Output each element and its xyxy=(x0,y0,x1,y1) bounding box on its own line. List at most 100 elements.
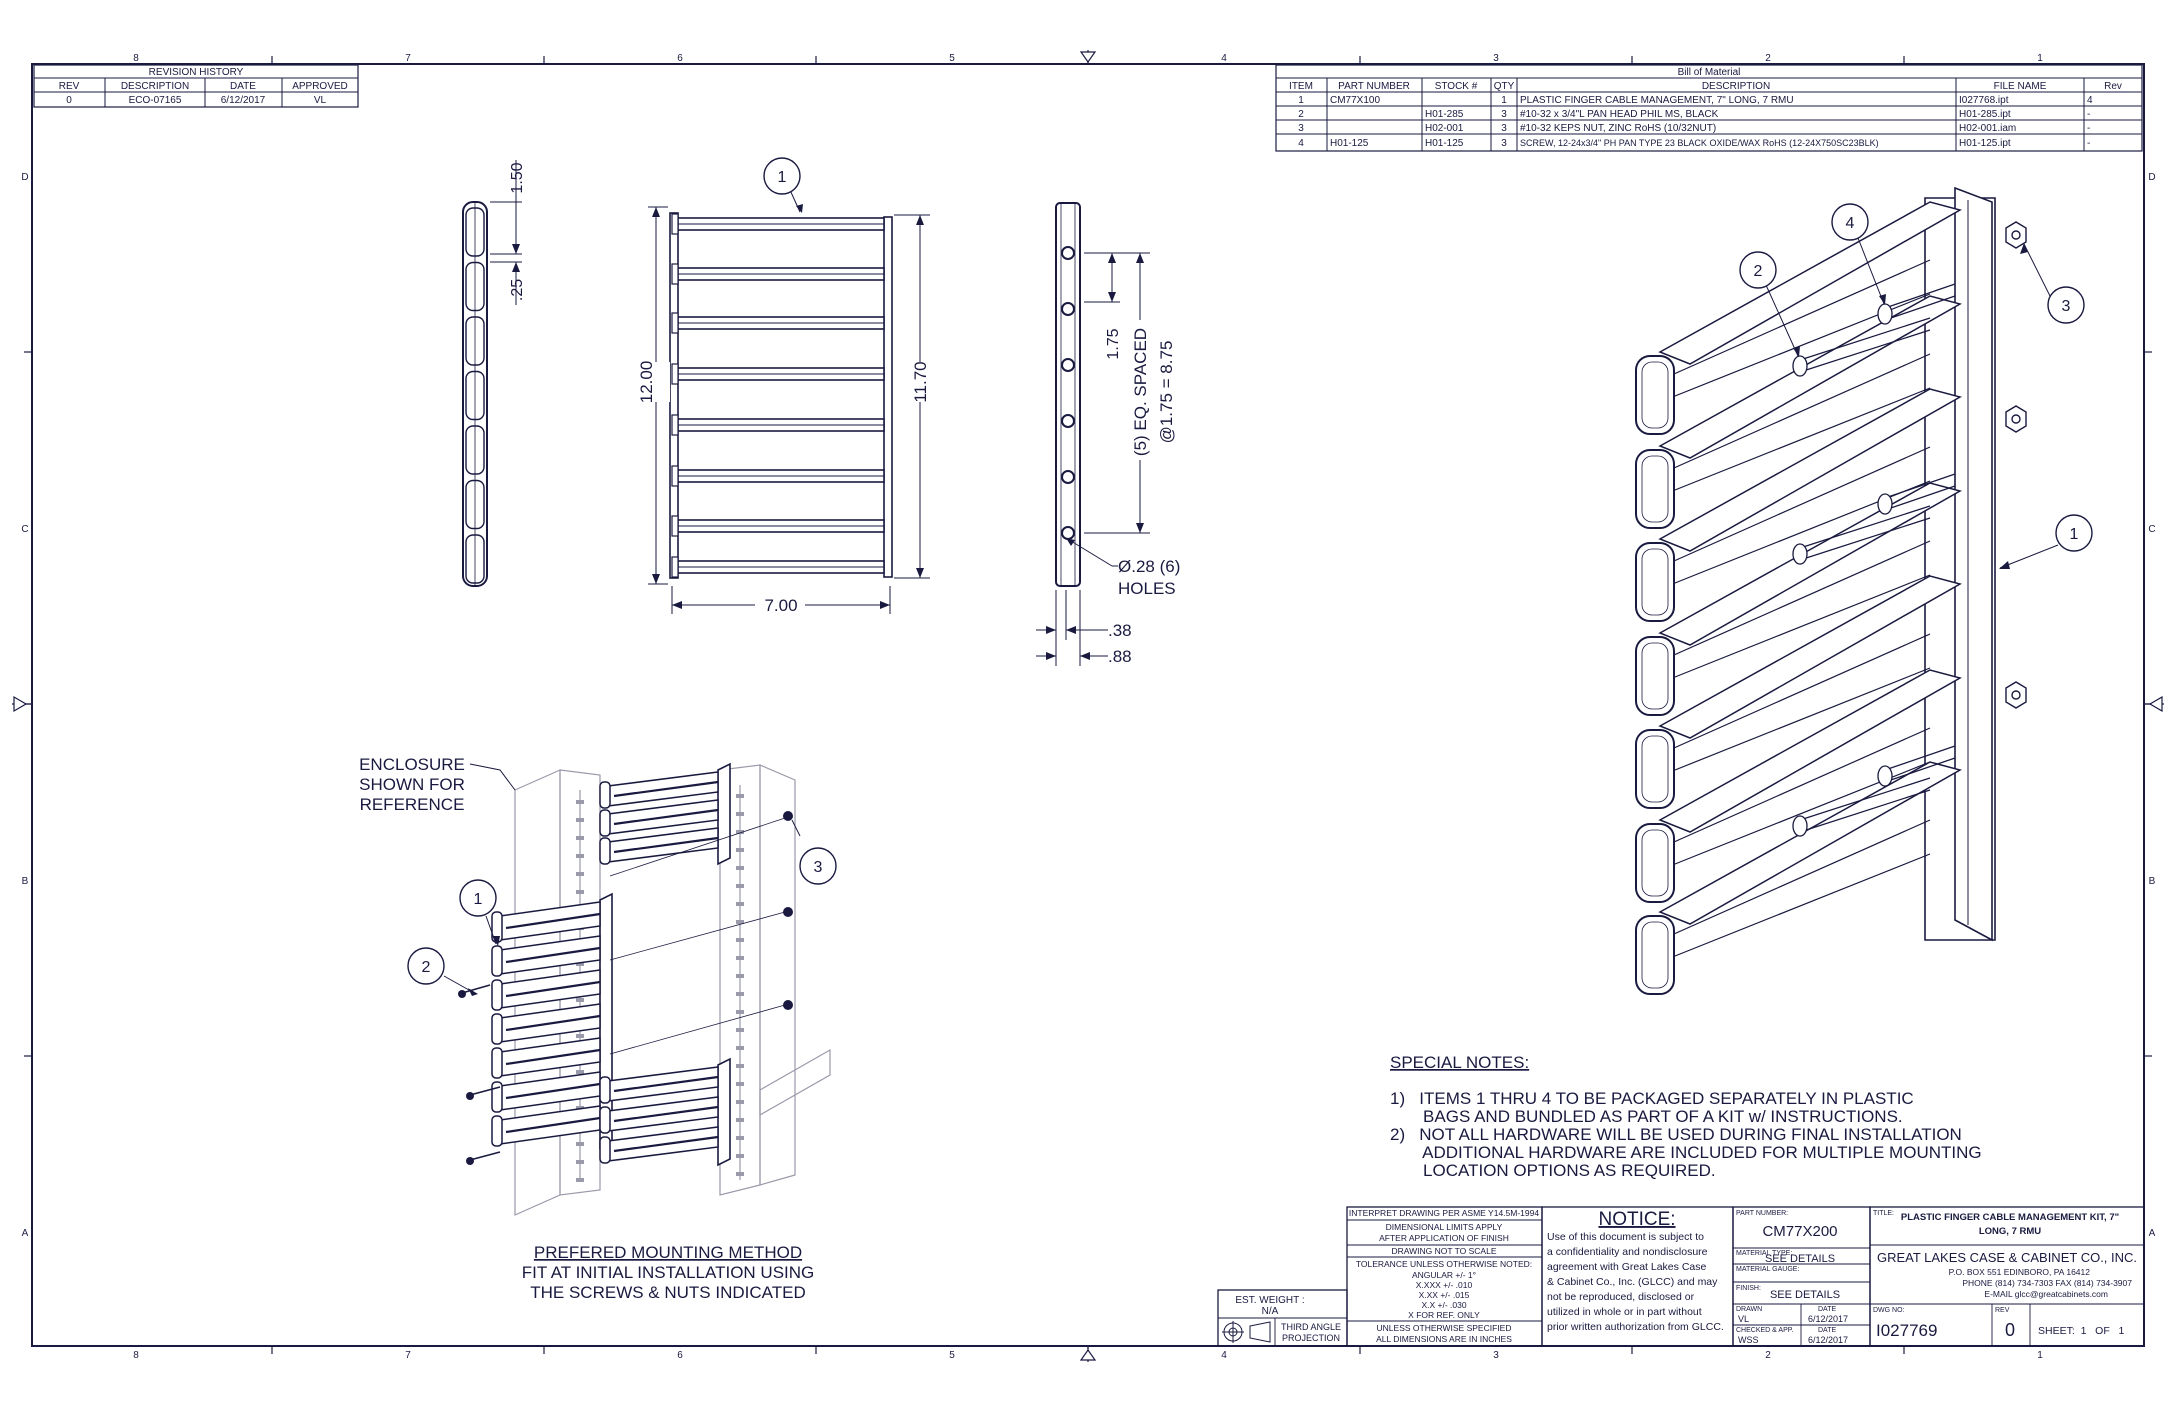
iso-finger-edge xyxy=(1664,853,1931,961)
zone-col-label: 7 xyxy=(405,53,411,64)
enclosure-slot xyxy=(736,848,744,852)
bom-cell: H01-285 xyxy=(1425,109,1464,120)
enclosure-slot xyxy=(736,1028,744,1032)
tb-drawn-date: 6/12/2017 xyxy=(1808,1314,1848,1324)
side-view-right: 1.75 (5) EQ. SPACED @1.75 = 8.75 Ø.28 (6… xyxy=(1036,202,1182,666)
finger-profile xyxy=(465,370,485,421)
bom-cell: #10-32 x 3/4"L PAN HEAD PHIL MS, BLACK xyxy=(1520,109,1719,120)
bom-cell: 1 xyxy=(1298,95,1304,106)
iso-finger-edge xyxy=(1664,259,1931,379)
bom-cell: I027768.ipt xyxy=(1959,95,2009,106)
finger-profile xyxy=(465,207,485,257)
bom-cell: 4 xyxy=(1298,138,1304,149)
tb-part-number-label: PART NUMBER: xyxy=(1736,1210,1788,1217)
bom-cell: H02-001.iam xyxy=(1959,123,2016,134)
enclosure-slot xyxy=(736,902,744,906)
bom-cell: - xyxy=(2087,123,2090,134)
zone-row-label: B xyxy=(2149,876,2156,887)
iso-finger-cap xyxy=(1635,355,1675,435)
mount-finger-cap xyxy=(491,1081,503,1113)
iso-finger-edge xyxy=(1664,819,1931,939)
tb-checked: WSS xyxy=(1738,1335,1759,1345)
mount-finger-cap xyxy=(599,837,611,865)
zone-col-label: 2 xyxy=(1765,1350,1771,1361)
iso-finger-arm xyxy=(1658,761,1962,925)
finger-tab xyxy=(671,363,679,385)
enclosure-slot xyxy=(736,1100,744,1104)
special-note-line: ADDITIONAL HARDWARE ARE INCLUDED FOR MUL… xyxy=(1390,1143,1982,1162)
rev-cell: 6/12/2017 xyxy=(221,95,266,106)
dim-1-50: 1.50 xyxy=(509,162,526,193)
zone-row-label: D xyxy=(21,172,28,183)
bom-header: DESCRIPTION xyxy=(1702,81,1770,92)
tb-phone: PHONE (814) 734-7303 FAX (814) 734-3907 xyxy=(1962,1278,2132,1288)
zone-col-label: 8 xyxy=(133,53,139,64)
enclosure-slot xyxy=(576,1142,584,1146)
enclosure-slot xyxy=(576,1070,584,1074)
zone-row-label: A xyxy=(22,1228,29,1239)
bom-cell: H01-125.ipt xyxy=(1959,138,2011,149)
iso-finger-arm xyxy=(1658,388,1962,552)
rev-header: REV xyxy=(59,81,80,92)
bom-cell: CM77X100 xyxy=(1330,95,1380,106)
enclosure-slot xyxy=(736,794,744,798)
third-angle-projection-icon xyxy=(1222,1321,1271,1343)
special-notes-title: SPECIAL NOTES: xyxy=(1390,1053,1529,1072)
bom-cell: - xyxy=(2087,109,2090,120)
iso-finger-edge xyxy=(1664,353,1931,473)
mount-finger-edge xyxy=(505,1082,601,1100)
mount-finger-edge xyxy=(613,836,719,854)
iso-finger-cap xyxy=(1635,449,1675,529)
dim-0-38: .38 xyxy=(1108,621,1132,640)
side-view-left: 1.50 .25 xyxy=(462,160,526,587)
enclosure-slot xyxy=(576,872,584,876)
front-view: 12.00 11.70 7.00 1 xyxy=(637,157,935,615)
title-block: INTERPRET DRAWING PER ASME Y14.5M-1994 D… xyxy=(1217,1206,2145,1347)
tb-standard: ALL DIMENSIONS ARE IN INCHES xyxy=(1376,1334,1512,1344)
finger-tab xyxy=(671,213,679,235)
tb-projection: THIRD ANGLE xyxy=(1281,1322,1341,1332)
zone-col-label: 6 xyxy=(677,1350,683,1361)
rev-cell: ECO-07165 xyxy=(129,95,182,106)
tb-material-type-label: MATERIAL TYPE: xyxy=(1736,1250,1792,1257)
enclosure-slot xyxy=(576,998,584,1002)
bom-cell: #10-32 KEPS NUT, ZINC RoHS (10/32NUT) xyxy=(1520,123,1716,134)
mount-finger-edge xyxy=(505,1048,601,1066)
tb-finish: SEE DETAILS xyxy=(1770,1289,1840,1301)
enclosure-slot xyxy=(576,890,584,894)
mounting-caption-title: PREFERED MOUNTING METHOD xyxy=(534,1243,802,1262)
enclosure-slot xyxy=(736,1154,744,1158)
zone-col-label: 1 xyxy=(2037,1350,2043,1361)
dim-0-25: .25 xyxy=(509,279,526,301)
tb-checked-date: 6/12/2017 xyxy=(1808,1335,1848,1345)
balloon-item-1-mount: 1 xyxy=(474,891,483,908)
enclosure-slot xyxy=(736,1172,744,1176)
bom-cell: H02-001 xyxy=(1425,123,1464,134)
dim-eq-spaced: (5) EQ. SPACED xyxy=(1131,328,1150,456)
bom-cell: 2 xyxy=(1298,109,1304,120)
iso-finger-edge xyxy=(1664,540,1931,660)
enclosure-slot xyxy=(736,920,744,924)
zone-col-label: 7 xyxy=(405,1350,411,1361)
enclosure-slot xyxy=(576,854,584,858)
enclosure-slot xyxy=(736,938,744,942)
zone-row-label: C xyxy=(21,524,28,535)
revision-history-title: REVISION HISTORY xyxy=(149,67,244,78)
zone-row-label: C xyxy=(2148,524,2155,535)
finger-profile xyxy=(465,261,485,312)
special-note-line: BAGS AND BUNDLED AS PART OF A KIT w/ INS… xyxy=(1390,1107,1903,1126)
iso-finger-cap-inner xyxy=(1641,455,1669,523)
tb-dwg-no: I027769 xyxy=(1876,1321,1937,1340)
iso-finger-arm xyxy=(1658,201,1962,365)
balloon-item-2-mount: 2 xyxy=(422,959,431,976)
bom-cell: SCREW, 12-24x3/4" PH PAN TYPE 23 BLACK O… xyxy=(1520,138,1879,148)
enclosure-slot xyxy=(576,800,584,804)
tb-standard: ANGULAR +/- 1° xyxy=(1412,1270,1476,1280)
bom-title: Bill of Material xyxy=(1678,67,1741,78)
tb-notice-line: a confidentiality and nondisclosure xyxy=(1547,1246,1708,1258)
tb-title-line: PLASTIC FINGER CABLE MANAGEMENT KIT, 7" xyxy=(1901,1212,2119,1223)
iso-finger-arm xyxy=(1658,575,1962,739)
mount-finger-cap xyxy=(599,1106,611,1134)
zone-col-label: 2 xyxy=(1765,53,1771,64)
tb-standard: UNLESS OTHERWISE SPECIFIED xyxy=(1377,1323,1512,1333)
